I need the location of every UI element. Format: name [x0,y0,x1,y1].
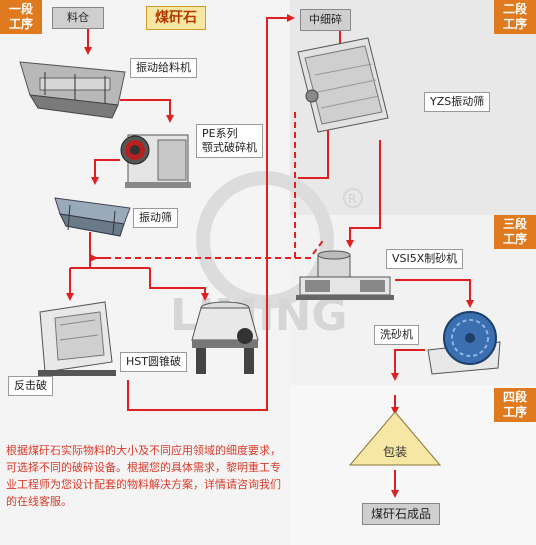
sand-washer-label: 洗砂机 [374,325,419,345]
raw-material-bin: 料仓 [52,7,104,29]
impact-crusher-machine [38,301,116,376]
page-title: 煤矸石 [146,6,206,30]
sand-maker-label: VSI5X制砂机 [386,249,464,269]
cone-crusher-machine [191,301,259,374]
description-text: 根据煤矸石实际物料的大小及不同应用领域的细度要求，可选择不同的破碎设备。根据您的… [6,444,281,508]
jaw-crusher-label: PE系列 颚式破碎机 [196,124,263,158]
arrow-jaw-to-screen [91,159,120,185]
fine-crush-box: 中细碎 [300,9,351,31]
feeder-machine [19,61,126,119]
package-triangle [348,411,442,466]
yzs-screen-label: YZS振动筛 [424,92,491,112]
package-label: 包装 [383,445,408,459]
arrow-to-cone [149,268,209,301]
arrow-vsi-to-washer [395,279,474,308]
jaw-crusher-machine [120,134,191,188]
stage-4-badge: 四段 工序 [494,388,536,422]
cone-crusher-label: HST圆锥破 [120,352,187,372]
vibrating-screen-machine [54,197,131,237]
arrow-yzs-to-vsi [346,140,381,248]
vsi-sand-maker-machine [296,250,394,300]
arrow-yzs-return [298,110,329,179]
arrow-washer-down [391,349,425,381]
arrow-to-fine-crush [127,14,295,411]
screen-label: 振动筛 [133,208,178,228]
sand-washer-machine [427,311,501,375]
svg-text:R: R [348,192,356,206]
product-box: 煤矸石成品 [362,503,441,525]
stage-2-badge: 二段 工序 [494,0,536,34]
stage-3-badge: 三段 工序 [494,215,536,249]
yzs-screen-machine [297,37,389,133]
impact-crusher-label: 反击破 [8,376,53,396]
arrow-feeder-to-jaw [120,99,174,123]
stage-1-badge: 一段 工序 [0,0,42,34]
feeder-label: 振动给料机 [130,58,197,78]
